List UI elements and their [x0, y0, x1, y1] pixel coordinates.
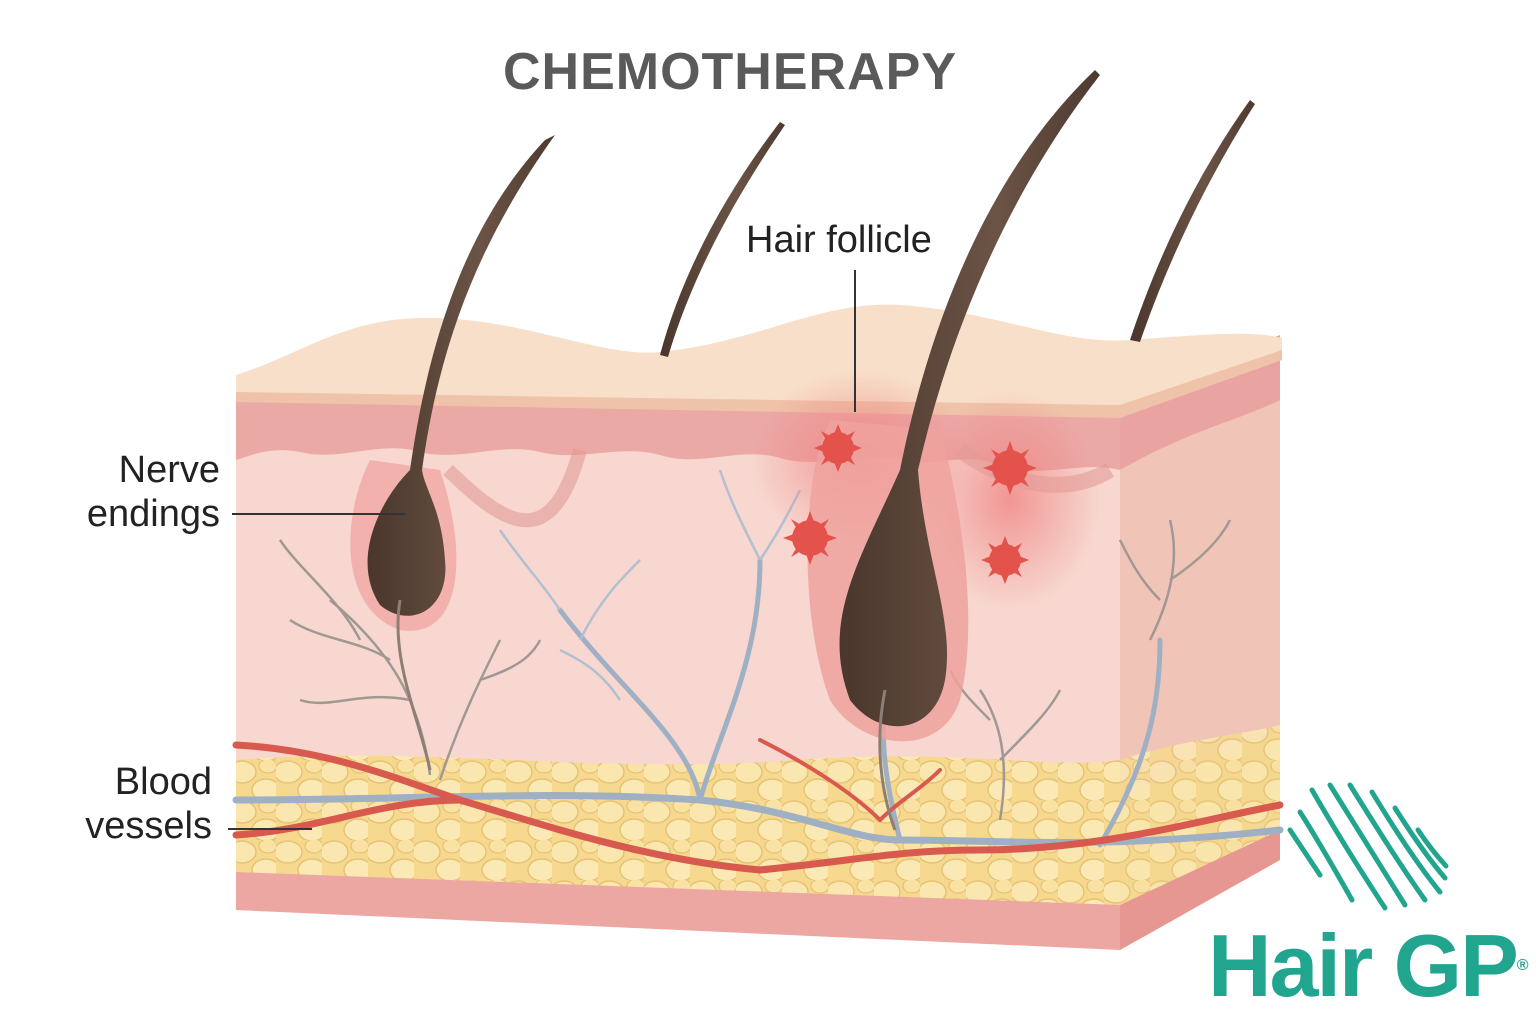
leader-lines [228, 270, 856, 830]
skin-surface [236, 304, 1282, 412]
blood-vessels-label: Blood vessels [40, 760, 212, 848]
blood-label-line2: vessels [85, 805, 212, 847]
nerve-label-line1: Nerve [118, 449, 220, 491]
logo-name: Hair GP [1208, 916, 1519, 1015]
inflamed-hair-follicle [750, 70, 1115, 831]
hair-follicle-label: Hair follicle [746, 219, 932, 261]
blood-label-line1: Blood [114, 761, 212, 803]
page-title: CHEMOTHERAPY [502, 43, 958, 101]
bottom-band [236, 872, 1120, 950]
nerve-label-line2: endings [86, 493, 220, 535]
fat-layer [236, 755, 1120, 905]
nerve-endings-label: Nerve endings [40, 448, 220, 536]
registered-mark: ® [1516, 957, 1529, 974]
arteries [232, 738, 1284, 874]
small-hair-middle [660, 122, 785, 357]
hair-gp-logo-icon [1287, 782, 1449, 911]
hair-gp-logo: Hair GP® [1208, 916, 1529, 1015]
left-hair-follicle [350, 135, 587, 771]
damage-cell-icon [783, 424, 1037, 584]
small-hair-right [1130, 100, 1255, 342]
